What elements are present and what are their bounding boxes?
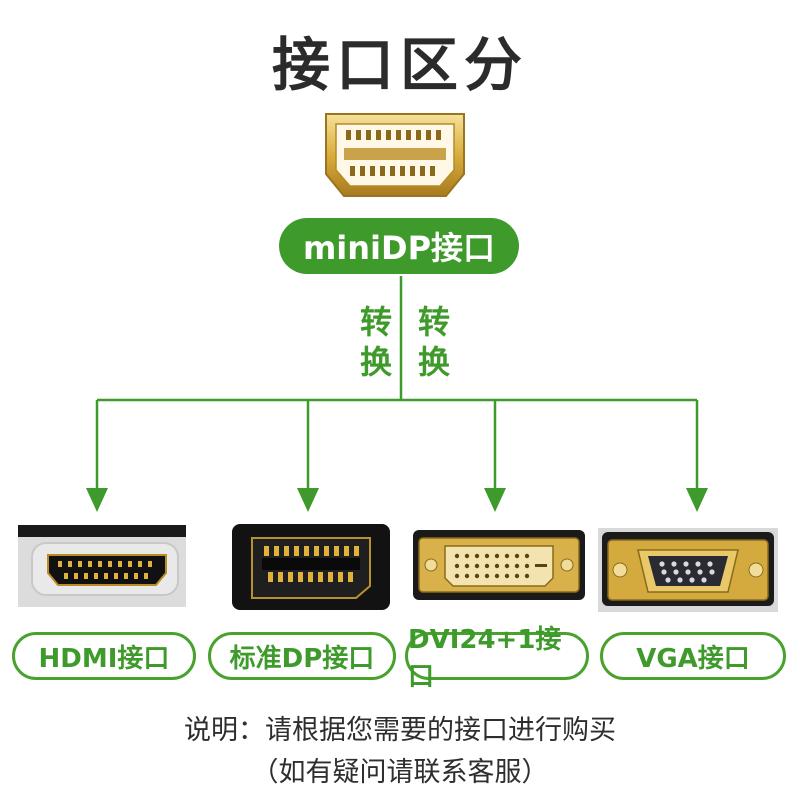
contact-note: （如有疑问请联系客服） xyxy=(251,757,549,788)
displayport-image xyxy=(232,524,390,610)
vga-port-image xyxy=(598,528,778,612)
dvi-port-image xyxy=(413,530,585,600)
page-title: 接口区分 xyxy=(271,31,528,99)
arrow-down-icon xyxy=(484,488,506,512)
hdmi-port-image xyxy=(18,525,186,607)
arrow-down-icon xyxy=(686,488,708,512)
target-label-vga: VGA接口 xyxy=(600,632,786,680)
minidp-connector-image xyxy=(320,108,470,202)
arrow-down-icon xyxy=(297,488,319,512)
target-label-dvi: DVI24+1接口 xyxy=(405,625,589,692)
target-label-hdmi: HDMI接口 xyxy=(12,632,196,680)
instruction-note: 说明：请根据您需要的接口进行购买 xyxy=(184,715,616,746)
convert-label-right: 转换 xyxy=(417,303,450,381)
target-label-dp: 标准DP接口 xyxy=(208,632,396,680)
source-interface-label: miniDP接口 xyxy=(279,218,519,274)
arrow-down-icon xyxy=(86,488,108,512)
convert-label-left: 转换 xyxy=(359,303,392,381)
